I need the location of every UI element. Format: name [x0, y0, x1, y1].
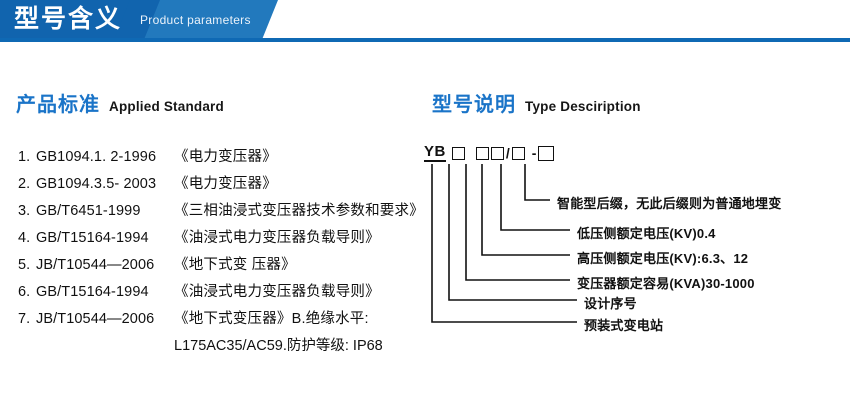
leader-line-capacity	[465, 164, 570, 281]
standard-code: JB/T10544—2006	[36, 311, 155, 327]
label-capacity: 变压器额定容易(KVA)30-1000	[577, 276, 755, 291]
standard-number: 3.	[18, 203, 31, 219]
code-box-capacity-2	[490, 146, 504, 160]
type-section-heading: 型号说明 Type Desciription	[432, 88, 641, 117]
standard-code: JB/T10544—2006	[36, 257, 155, 273]
leader-line-design-serial	[448, 164, 577, 301]
standard-code: GB1094.1. 2-1996	[36, 149, 157, 165]
standard-name: 《油浸式电力变压器负载导则》	[174, 230, 380, 246]
code-dash: -	[531, 145, 537, 161]
standard-name: 《地下式变压器》B.绝缘水平:	[174, 311, 369, 327]
type-heading-cn: 型号说明	[432, 94, 516, 116]
banner-underline-rule	[0, 38, 850, 42]
list-item: 3. GB/T6451-1999 《三相油浸式变压器技术参数和要求》	[18, 199, 438, 226]
leader-lines	[431, 164, 577, 323]
code-box-capacity-1	[475, 146, 489, 160]
standard-code: GB1094.3.5- 2003	[36, 176, 157, 192]
page-subtitle: Product parameters	[140, 13, 251, 27]
standard-number: 4.	[18, 230, 31, 246]
standards-list: 1. GB1094.1. 2-1996 《电力变压器》 2. GB1094.3.…	[18, 145, 438, 361]
list-item: 5. JB/T10544—2006 《地下式变 压器》	[18, 253, 438, 280]
page-title: 型号含义	[14, 5, 123, 33]
leader-line-substation	[431, 164, 577, 323]
code-box-substation	[451, 146, 465, 160]
standard-continuation-line: L175AC35/AC59.防护等级: IP68	[174, 338, 383, 354]
standard-number: 6.	[18, 284, 31, 300]
standard-name: 《三相油浸式变压器技术参数和要求》	[174, 203, 424, 219]
standard-name: 《油浸式电力变压器负载导则》	[174, 284, 380, 300]
standard-number: 2.	[18, 176, 31, 192]
standard-name: 《电力变压器》	[174, 176, 277, 192]
standard-number: 5.	[18, 257, 31, 273]
list-item: 6. GB/T15164-1994 《油浸式电力变压器负载导则》	[18, 280, 438, 307]
standard-name: 《电力变压器》	[174, 149, 277, 165]
standards-heading-en: Applied Standard	[109, 99, 224, 114]
leader-line-lv	[500, 164, 570, 231]
standard-name: 《地下式变 压器》	[174, 257, 296, 273]
code-box-hv	[511, 146, 525, 160]
list-item: 4. GB/T15164-1994 《油浸式电力变压器负载导则》	[18, 226, 438, 253]
list-item: 7. JB/T10544—2006 《地下式变压器》B.绝缘水平:	[18, 307, 438, 334]
leader-line-hv	[481, 164, 570, 256]
type-heading-en: Type Desciription	[525, 99, 641, 114]
list-item: 2. GB1094.3.5- 2003 《电力变压器》	[18, 172, 438, 199]
standard-number: 1.	[18, 149, 31, 165]
standard-code: GB/T6451-1999	[36, 203, 141, 219]
code-prefix-yb: YB	[424, 143, 446, 162]
list-item: 1. GB1094.1. 2-1996 《电力变压器》	[18, 145, 438, 172]
label-lv-voltage: 低压侧额定电压(KV)0.4	[577, 226, 716, 241]
type-code-diagram: YB / - 智能型后缀，无此后缀则为普通地埋变 低压侧额定电压(KV)0.4 …	[424, 142, 844, 342]
standards-heading-cn: 产品标准	[16, 94, 100, 116]
model-code-string: YB / -	[424, 142, 555, 164]
label-substation: 预装式变电站	[584, 318, 664, 333]
standard-code: GB/T15164-1994	[36, 284, 149, 300]
standard-number: 7.	[18, 311, 31, 327]
label-hv-voltage: 高压侧额定电压(KV):6.3、12	[577, 251, 749, 266]
leader-line-suffix	[524, 164, 550, 201]
code-slash: /	[505, 145, 510, 161]
label-suffix: 智能型后缀，无此后缀则为普通地埋变	[557, 196, 782, 211]
standard-code: GB/T15164-1994	[36, 230, 149, 246]
standards-section-heading: 产品标准 Applied Standard	[16, 88, 224, 117]
label-design-serial: 设计序号	[584, 296, 637, 311]
page-header-banner: 型号含义 Product parameters	[0, 0, 850, 44]
code-box-suffix	[538, 145, 555, 161]
